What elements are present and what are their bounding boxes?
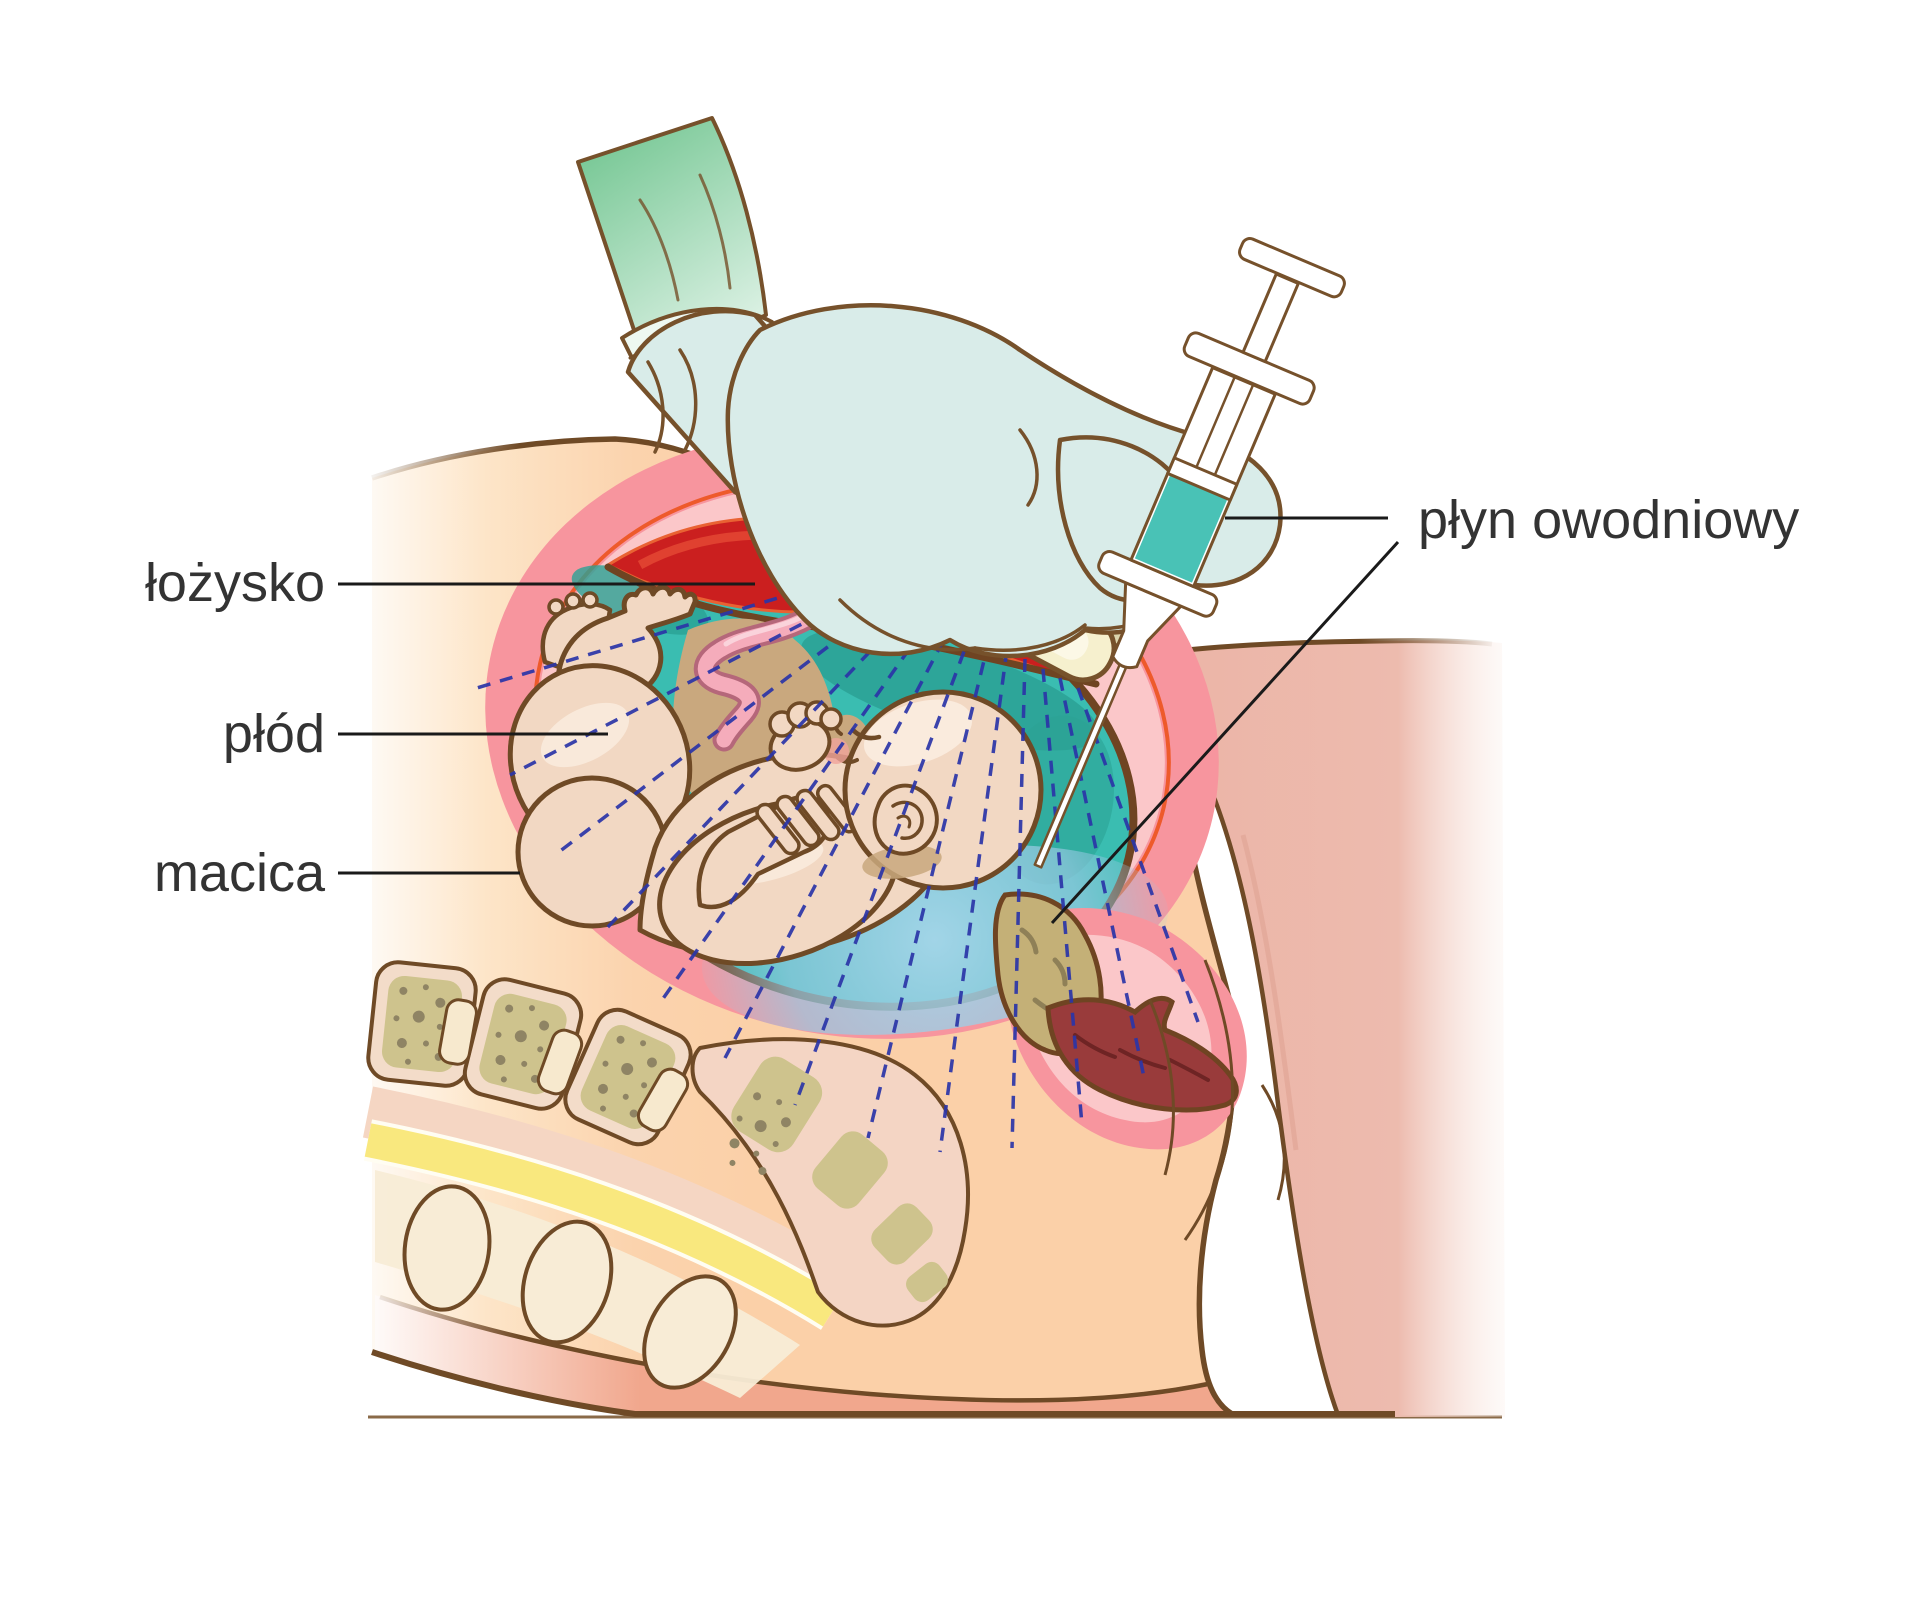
vagina-canal xyxy=(1045,995,1239,1113)
disc xyxy=(438,998,478,1066)
fetus xyxy=(507,584,1044,967)
disc xyxy=(636,1067,690,1133)
back-bottom-outline xyxy=(371,1349,1395,1417)
spinal-canal xyxy=(364,1123,841,1327)
glove-finger-lines xyxy=(646,348,1192,652)
spine-pink-band xyxy=(362,1086,854,1311)
leader-plyn-diagonal xyxy=(1050,540,1400,925)
sleeve-wrinkles xyxy=(638,173,732,302)
label-macica: macica xyxy=(154,843,326,903)
fetus-ear xyxy=(872,783,939,856)
syringe-plunger-button xyxy=(1238,237,1346,299)
label-plyn-owodniowy: płyn owodniowy xyxy=(1418,490,1799,550)
spinous-process xyxy=(642,1274,738,1390)
syringe-fluid xyxy=(1134,474,1228,583)
sacrum xyxy=(690,1037,970,1328)
fetus-eye xyxy=(850,727,882,741)
cervix-vagina xyxy=(992,891,1286,1241)
spine-and-pelvis xyxy=(362,960,970,1398)
spinous-process xyxy=(520,1219,614,1345)
label-plod: płód xyxy=(223,704,325,764)
syringe-plunger-seal xyxy=(1166,456,1239,502)
annotations: łożysko płód macica płyn owodniowy xyxy=(145,490,1799,925)
lower-back-band-outline xyxy=(379,1294,1209,1403)
syringe xyxy=(1033,237,1346,869)
vulva-folds xyxy=(1148,959,1286,1241)
thigh-crease xyxy=(1240,834,1299,1151)
thigh xyxy=(1128,640,1505,1417)
label-lozysko: łożysko xyxy=(145,553,325,613)
disc xyxy=(536,1028,584,1096)
lower-back-band xyxy=(375,1295,1230,1414)
spinous-process xyxy=(402,1184,492,1312)
syringe-hub xyxy=(1111,581,1183,670)
vertebrae xyxy=(366,960,693,1147)
syringe-plunger-rod xyxy=(1241,272,1300,364)
